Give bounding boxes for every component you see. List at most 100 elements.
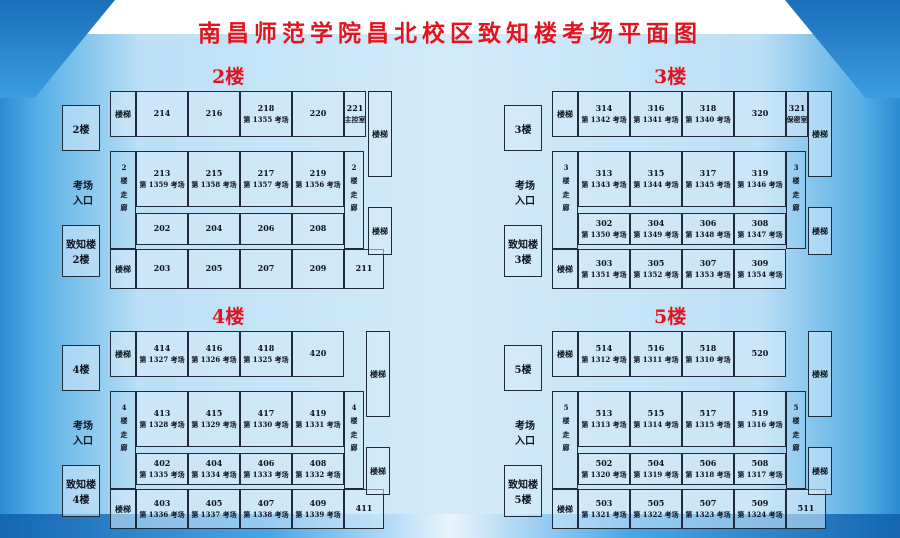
corridor-left-wall bbox=[552, 391, 578, 489]
stairs-right-top: 楼梯 bbox=[366, 331, 390, 417]
corridor-label: 5楼走廊 bbox=[792, 403, 800, 452]
room-number: 202 bbox=[153, 223, 171, 234]
room-520: 520 bbox=[734, 331, 786, 377]
exam-room-label: 第 1343 考场 bbox=[581, 179, 627, 189]
room-number: 516 bbox=[647, 343, 665, 354]
room-number: 211 bbox=[355, 263, 373, 274]
floor-side-label: 3楼 bbox=[504, 105, 542, 151]
exam-room-label: 第 1324 考场 bbox=[737, 509, 783, 519]
room-number: 420 bbox=[309, 348, 327, 359]
page-title: 南昌师范学院昌北校区致知楼考场平面图 bbox=[198, 21, 702, 47]
exam-room-label: 第 1310 考场 bbox=[685, 354, 731, 364]
room-number: 206 bbox=[257, 223, 275, 234]
exam-room-label: 第 1342 考场 bbox=[581, 114, 627, 124]
room-number: 415 bbox=[205, 408, 223, 419]
room-202: 202 bbox=[136, 213, 188, 245]
room-number: 308 bbox=[751, 218, 769, 229]
exam-room-label: 第 1359 考场 bbox=[139, 179, 185, 189]
exam-room-label: 第 1314 考场 bbox=[633, 419, 679, 429]
room-205: 205 bbox=[188, 249, 240, 289]
room-number: 407 bbox=[257, 498, 275, 509]
corridor-label: 5楼走廊 bbox=[562, 403, 570, 452]
exam-room-label: 第 1340 考场 bbox=[685, 114, 731, 124]
stairs-left-top: 楼梯 bbox=[552, 331, 578, 377]
room-number: 405 bbox=[205, 498, 223, 509]
exam-room-label: 第 1357 考场 bbox=[243, 179, 289, 189]
exam-room-label: 第 1312 考场 bbox=[581, 354, 627, 364]
room-number: 316 bbox=[647, 103, 665, 114]
corridor-label: 3楼走廊 bbox=[562, 163, 570, 212]
exam-room-label: 第 1350 考场 bbox=[581, 229, 627, 239]
corridor-left-wall bbox=[110, 391, 136, 489]
stairs-left-top: 楼梯 bbox=[552, 91, 578, 137]
building-floor-label: 致知楼 3楼 bbox=[504, 225, 542, 277]
room-number: 411 bbox=[355, 503, 373, 514]
building-floor-label: 致知楼 4楼 bbox=[62, 465, 100, 517]
room-number: 418 bbox=[257, 343, 275, 354]
stairs-left-top: 楼梯 bbox=[110, 331, 136, 377]
room-number: 514 bbox=[595, 343, 613, 354]
room-number: 220 bbox=[309, 108, 327, 119]
exam-room-label: 第 1320 考场 bbox=[581, 469, 627, 479]
room-number: 215 bbox=[205, 168, 223, 179]
room-420: 420 bbox=[292, 331, 344, 377]
room-number: 503 bbox=[595, 498, 613, 509]
exam-room-label: 第 1332 考场 bbox=[295, 469, 341, 479]
room-number: 506 bbox=[699, 458, 717, 469]
room-number: 214 bbox=[153, 108, 171, 119]
corridor-label: 4楼走廊 bbox=[120, 403, 128, 452]
exam-room-label: 第 1316 考场 bbox=[737, 419, 783, 429]
room-number: 511 bbox=[797, 503, 815, 514]
room-number: 207 bbox=[257, 263, 275, 274]
building-floor-label: 致知楼 5楼 bbox=[504, 465, 542, 517]
exam-room-label: 第 1355 考场 bbox=[243, 114, 289, 124]
exam-room-label: 第 1325 考场 bbox=[243, 354, 289, 364]
room-number: 403 bbox=[153, 498, 171, 509]
room-number: 513 bbox=[595, 408, 613, 419]
exam-room-label: 第 1319 考场 bbox=[633, 469, 679, 479]
room-number: 304 bbox=[647, 218, 665, 229]
room-number: 406 bbox=[257, 458, 275, 469]
exam-entrance-label: 考场 入口 bbox=[73, 181, 93, 207]
room-number: 209 bbox=[309, 263, 327, 274]
room-number: 307 bbox=[699, 258, 717, 269]
corridor-label: 3楼走廊 bbox=[792, 163, 800, 212]
corridor-label: 4楼走廊 bbox=[350, 403, 358, 452]
corridor-left-wall bbox=[552, 151, 578, 249]
room-number: 404 bbox=[205, 458, 223, 469]
exam-room-label: 第 1336 考场 bbox=[139, 509, 185, 519]
room-number: 218 bbox=[257, 103, 275, 114]
room-number: 303 bbox=[595, 258, 613, 269]
floor-side-label: 4楼 bbox=[62, 345, 100, 391]
exam-room-label: 第 1318 考场 bbox=[685, 469, 731, 479]
room-211: 211 bbox=[344, 249, 384, 289]
room-209: 209 bbox=[292, 249, 344, 289]
exam-room-label: 第 1334 考场 bbox=[191, 469, 237, 479]
room-number: 208 bbox=[309, 223, 327, 234]
room-number: 417 bbox=[257, 408, 275, 419]
stairs-right-top: 楼梯 bbox=[808, 331, 832, 417]
room-number: 408 bbox=[309, 458, 327, 469]
room-number: 217 bbox=[257, 168, 275, 179]
